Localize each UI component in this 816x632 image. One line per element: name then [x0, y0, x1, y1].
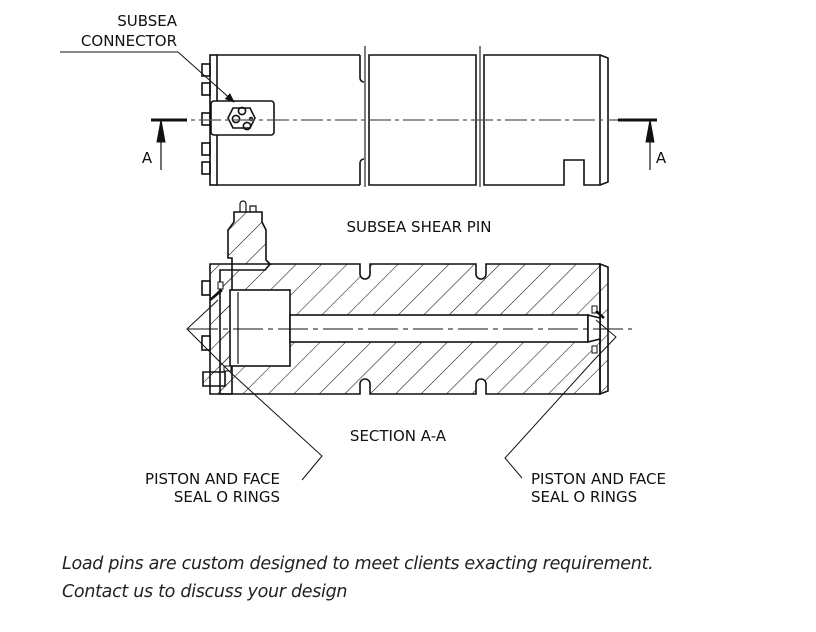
right-callout-leaders	[504, 310, 617, 479]
segment-3	[483, 54, 601, 186]
engineering-drawing: A A SUBSEA CONNECTOR SUBSEA SHEAR PIN	[60, 12, 667, 506]
section-label: SECTION A-A	[350, 427, 447, 445]
segment-2	[368, 54, 477, 186]
caption-line-2: Contact us to discuss your design	[62, 582, 348, 602]
right-callout-line1: PISTON AND FACE	[531, 470, 666, 488]
connector-label-line2: CONNECTOR	[81, 32, 177, 50]
section-marker-right	[618, 118, 657, 170]
connector-label-line1: SUBSEA	[117, 12, 178, 30]
section-letter-right: A	[656, 149, 667, 167]
left-callout-leaders	[186, 289, 323, 481]
connector-leader	[60, 51, 235, 103]
bolt-heads	[201, 63, 211, 175]
section-marker-left	[151, 118, 187, 170]
top-view	[201, 46, 609, 187]
section-view	[201, 200, 609, 396]
section-view-title: SUBSEA SHEAR PIN	[347, 218, 492, 236]
caption: Load pins are custom designed to meet cl…	[62, 550, 654, 606]
section-letter-left: A	[142, 149, 153, 167]
left-callout-line2: SEAL O RINGS	[174, 488, 280, 506]
right-callout-line2: SEAL O RINGS	[531, 488, 637, 506]
left-callout-line1: PISTON AND FACE	[145, 470, 280, 488]
connector-section	[227, 211, 272, 265]
caption-line-1: Load pins are custom designed to meet cl…	[62, 554, 654, 574]
segment-1-edges	[217, 54, 360, 186]
piston-bore	[229, 289, 291, 367]
